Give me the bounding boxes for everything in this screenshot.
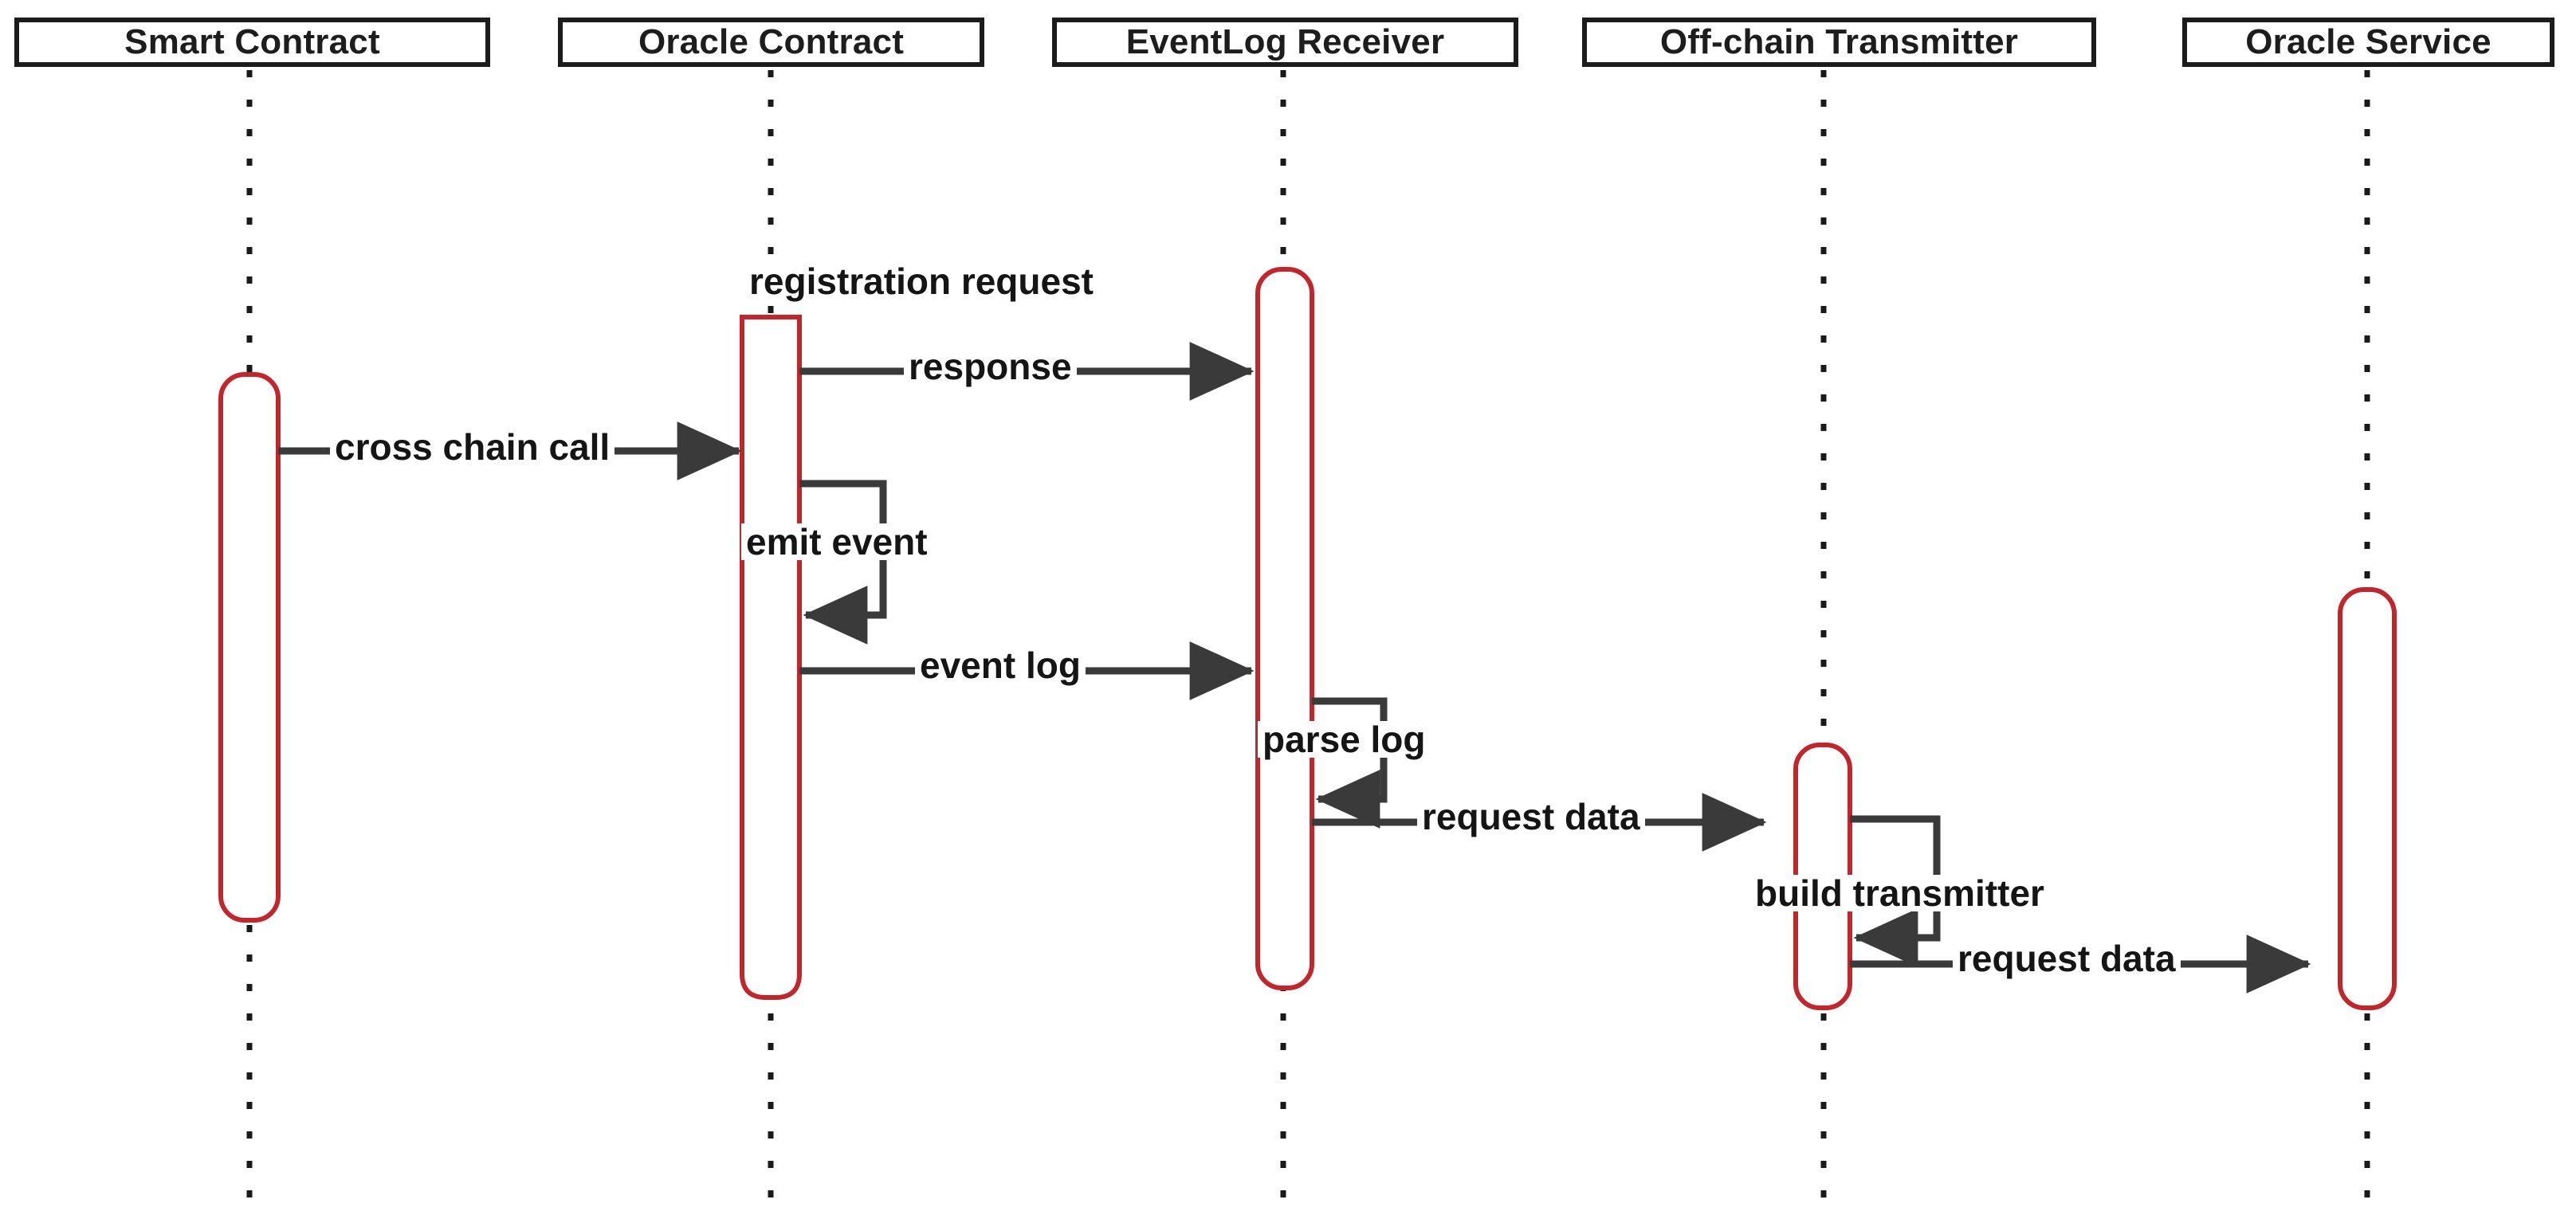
participant-header-oracle-service: Oracle Service: [2182, 18, 2554, 67]
participant-label: Smart Contract: [124, 22, 380, 61]
participant-header-offchain-transmitter: Off-chain Transmitter: [1582, 18, 2096, 67]
activation-oracle-contract: [740, 315, 802, 1000]
message-label-event-log: event log: [915, 647, 1086, 684]
message-label-cross-chain-call: cross chain call: [330, 429, 615, 465]
participant-label: Oracle Contract: [638, 22, 905, 61]
participant-label: Oracle Service: [2245, 22, 2492, 61]
message-label-parse-log: parse log: [1258, 721, 1431, 758]
participant-label: EventLog Receiver: [1125, 22, 1445, 61]
activation-oracle-service: [2338, 587, 2397, 1010]
participant-label: Off-chain Transmitter: [1659, 22, 2019, 61]
participant-header-smart-contract: Smart Contract: [14, 18, 490, 67]
activation-eventlog-receiver: [1255, 267, 1314, 990]
message-label-registration-request: registration request: [744, 263, 1098, 300]
message-label-request-data-transmitter: request data: [1417, 798, 1645, 835]
participant-header-oracle-contract: Oracle Contract: [558, 18, 984, 67]
message-label-response: response: [904, 348, 1077, 385]
message-label-build-transmitter: build transmitter: [1750, 875, 2049, 911]
participant-header-eventlog-receiver: EventLog Receiver: [1052, 18, 1518, 67]
activation-smart-contract: [218, 372, 281, 923]
message-label-request-data-oracle-service: request data: [1953, 940, 2181, 977]
message-label-emit-event: emit event: [741, 523, 933, 560]
